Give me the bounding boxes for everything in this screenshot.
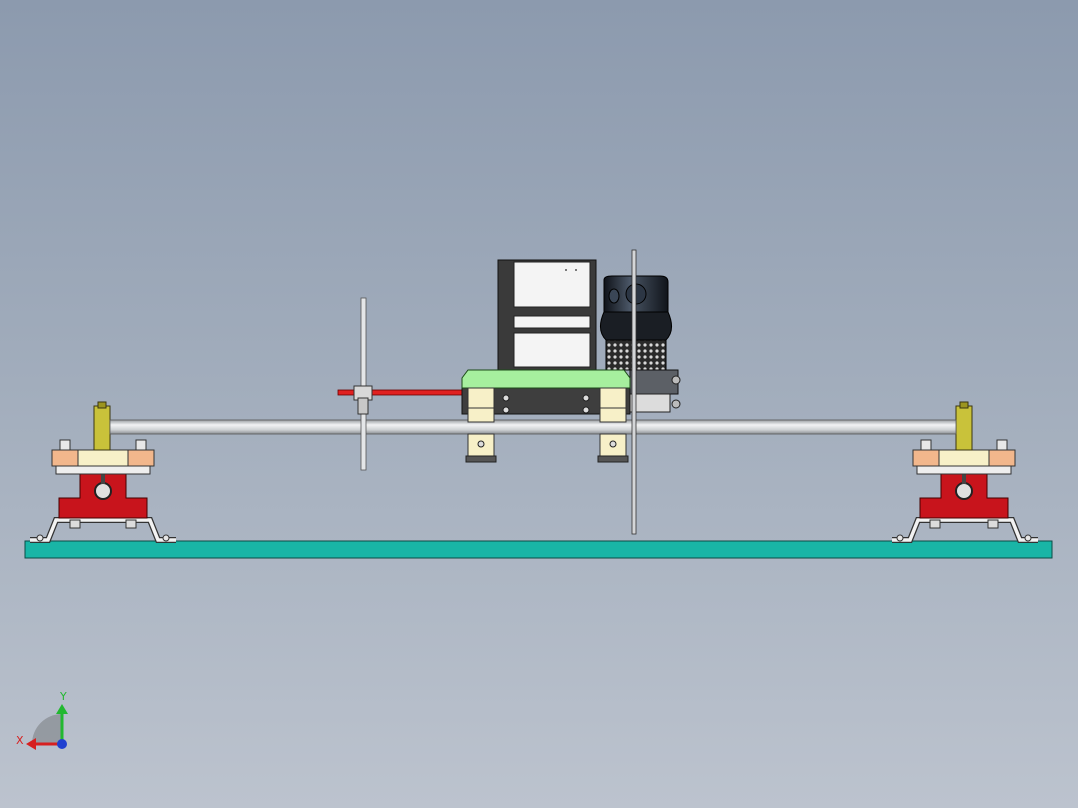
base-plate	[24, 540, 1053, 559]
triad-x-label: X	[16, 734, 24, 747]
triad-y-label: Y	[59, 690, 67, 703]
guide-rod	[360, 297, 367, 471]
red-feed-rod	[337, 385, 467, 415]
stepper-motor	[497, 259, 597, 371]
linear-rail	[109, 419, 957, 435]
saw-blade	[631, 249, 637, 535]
left-rail-support	[30, 401, 176, 543]
carriage-plate	[461, 369, 631, 463]
right-rail-support	[892, 401, 1038, 543]
coordinate-triad-icon: Y X	[16, 690, 68, 750]
